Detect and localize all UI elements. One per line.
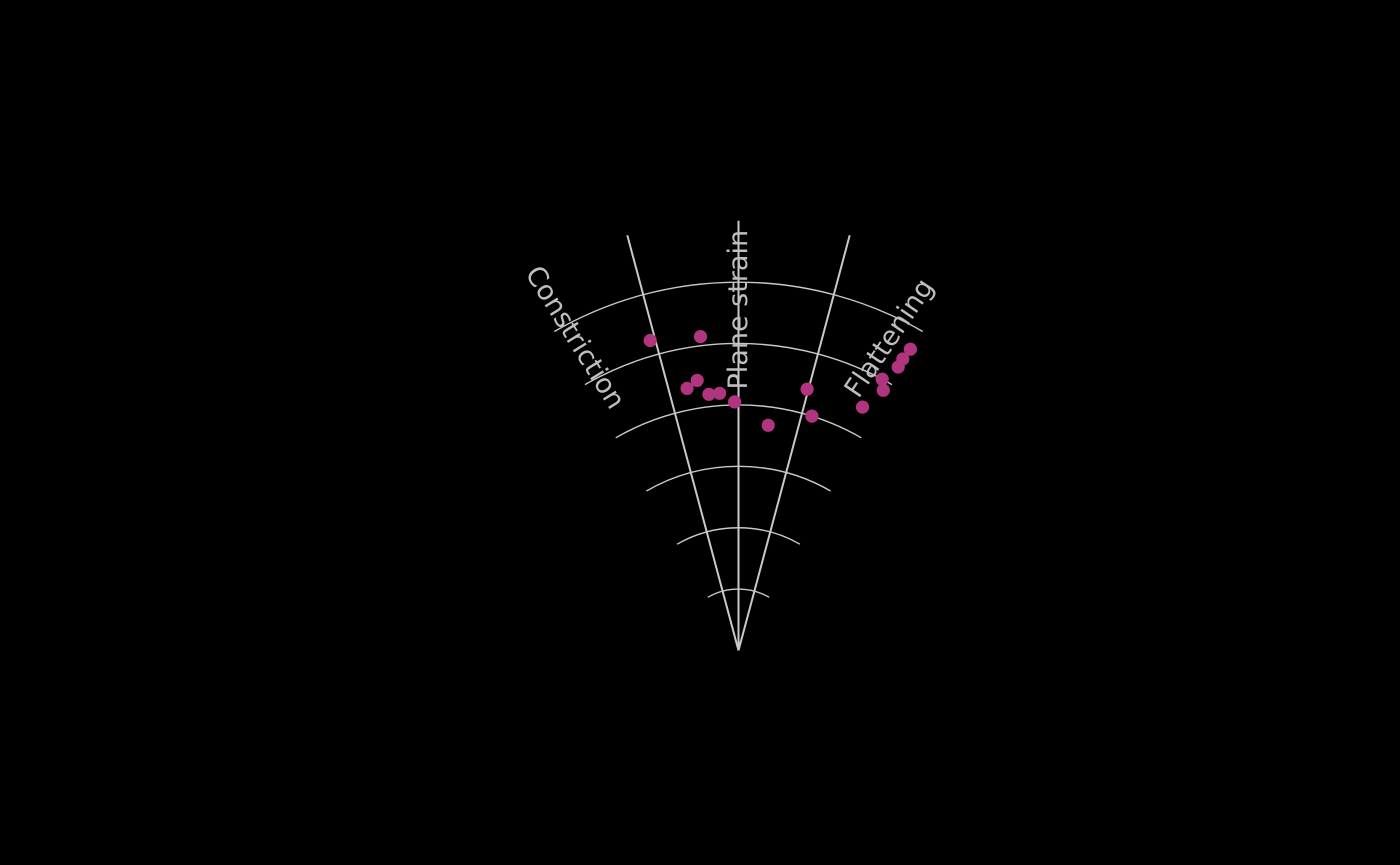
data-points bbox=[643, 330, 918, 432]
data-point bbox=[805, 409, 819, 423]
region-label-constriction: Constriction bbox=[519, 261, 631, 415]
region-label-plane-strain: Plane strain bbox=[723, 230, 754, 390]
data-point bbox=[680, 381, 694, 395]
data-point bbox=[903, 342, 918, 356]
data-point bbox=[713, 386, 727, 400]
region-labels: Constriction Plane strain Flattening bbox=[519, 230, 941, 415]
data-point bbox=[693, 330, 708, 344]
data-point bbox=[690, 373, 704, 387]
radial-gridlines bbox=[626, 220, 851, 651]
data-point bbox=[702, 387, 716, 401]
data-point bbox=[896, 352, 910, 366]
radial-gridline bbox=[626, 235, 740, 651]
data-point bbox=[876, 383, 890, 397]
data-point bbox=[643, 333, 657, 348]
data-point bbox=[875, 372, 889, 386]
data-point bbox=[800, 382, 814, 396]
radial-gridline bbox=[737, 235, 851, 651]
data-point bbox=[855, 400, 870, 414]
data-point bbox=[728, 395, 742, 409]
data-point bbox=[761, 418, 775, 432]
